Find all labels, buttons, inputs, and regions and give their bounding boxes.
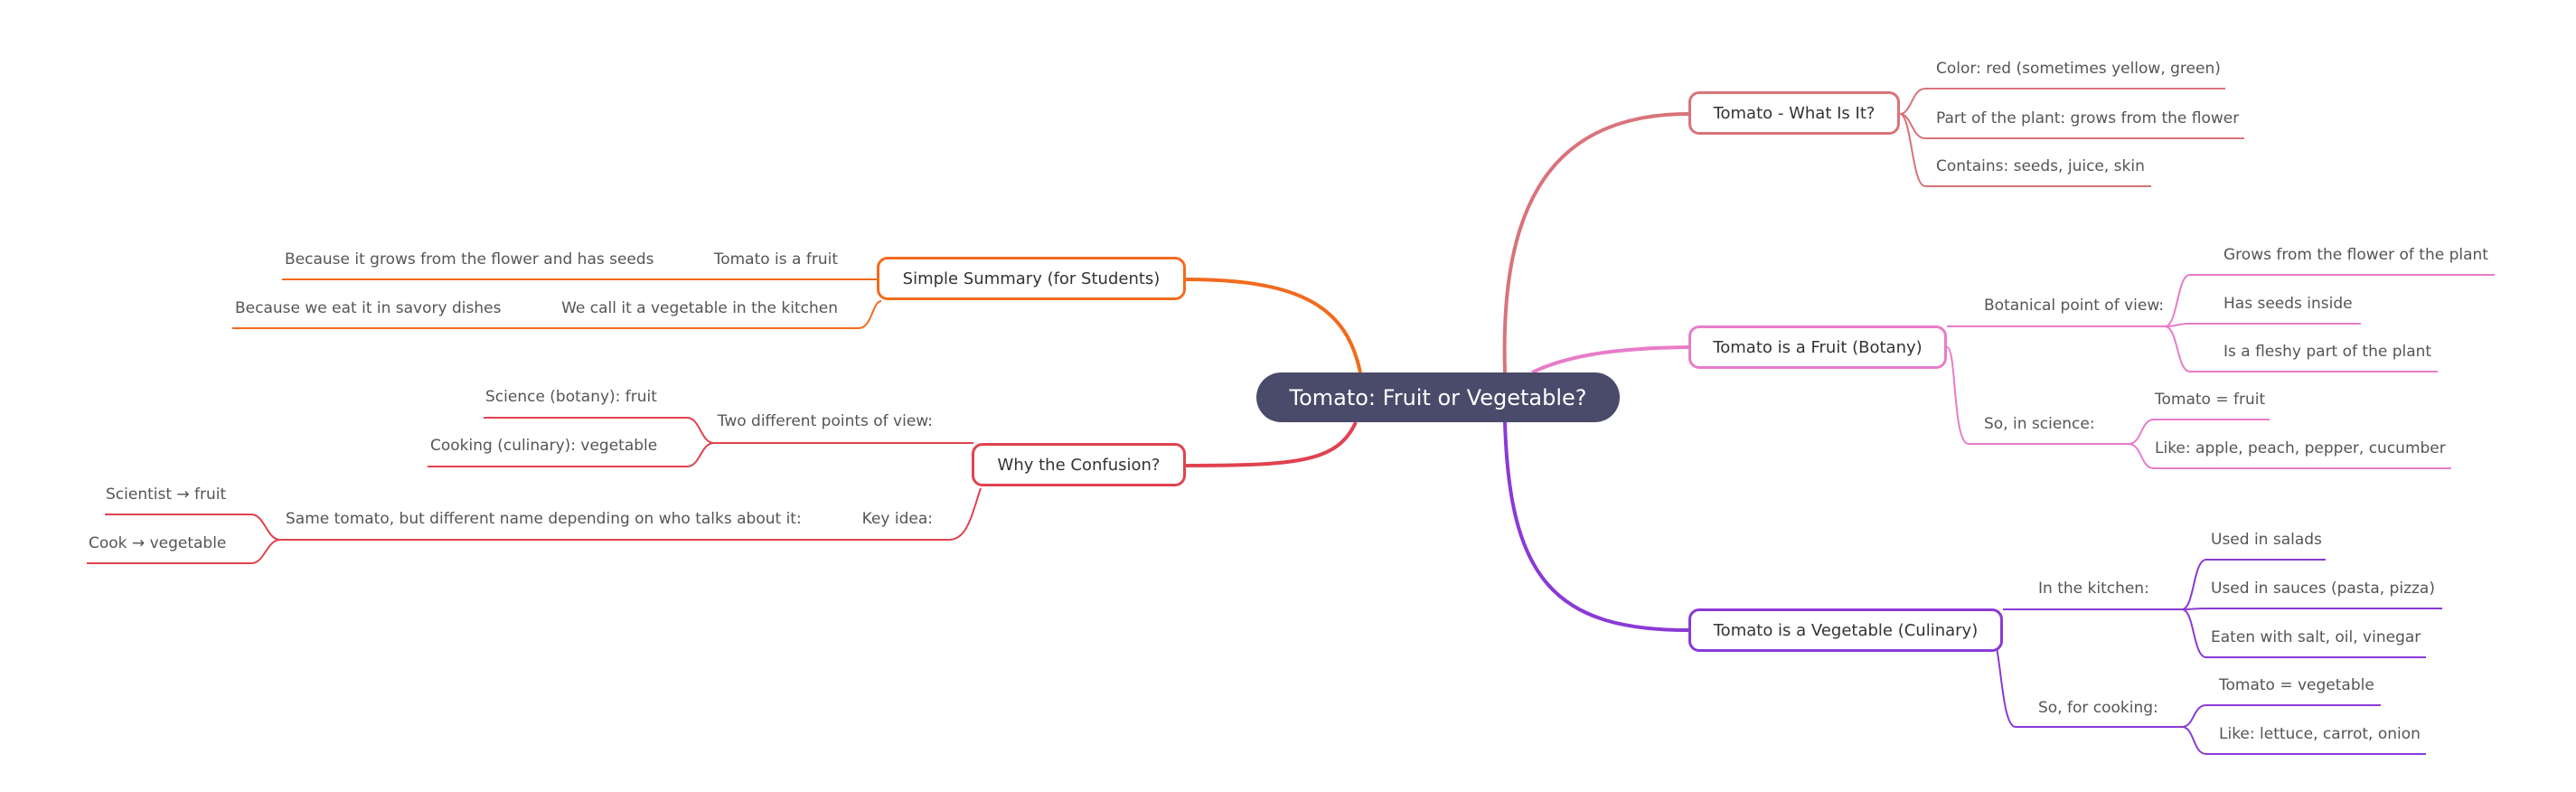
node-vegetable-culinary[interactable]: Tomato is a Vegetable (Culinary) <box>1688 608 2003 652</box>
leaf-call-vegetable: We call it a vegetable in the kitchen <box>561 299 838 317</box>
leaf-tomato-fruit: Tomato = fruit <box>2155 391 2266 409</box>
leaf-cooking-vegetable: Cooking (culinary): vegetable <box>430 437 658 455</box>
root-node[interactable]: Tomato: Fruit or Vegetable? <box>1256 372 1620 422</box>
node-simple-summary[interactable]: Simple Summary (for Students) <box>877 257 1186 300</box>
label-botanical-view: Botanical point of view: <box>1984 297 2165 315</box>
label-in-kitchen: In the kitchen: <box>2038 580 2149 598</box>
leaf-science-fruit: Science (botany): fruit <box>485 388 657 406</box>
node-fruit-botany[interactable]: Tomato is a Fruit (Botany) <box>1688 325 1947 369</box>
leaf-tomato-vegetable: Tomato = vegetable <box>2219 676 2374 694</box>
link-root-vegetable <box>1503 421 1689 632</box>
node-what-is-it[interactable]: Tomato - What Is It? <box>1688 91 1900 135</box>
link-root-what <box>1502 112 1689 373</box>
label-for-cooking: So, for cooking: <box>2038 699 2158 717</box>
leaf-color: Color: red (sometimes yellow, green) <box>1936 60 2221 78</box>
link-root-confusion <box>1185 421 1358 467</box>
label-key-idea: Key idea: <box>861 510 933 528</box>
leaf-like-lettuce: Like: lettuce, carrot, onion <box>2219 725 2421 743</box>
leaf-has-seeds: Has seeds inside <box>2223 295 2353 313</box>
leaf-fleshy-part: Is a fleshy part of the plant <box>2223 343 2432 361</box>
link-root-fruit <box>1531 345 1689 374</box>
label-in-science: So, in science: <box>1984 415 2095 433</box>
node-why-confusion[interactable]: Why the Confusion? <box>972 443 1186 486</box>
leaf-same-tomato: Same tomato, but different name dependin… <box>286 510 802 528</box>
leaf-because-savory: Because we eat it in savory dishes <box>235 299 502 317</box>
leaf-scientist-fruit: Scientist → fruit <box>106 486 227 504</box>
leaf-part-of-plant: Part of the plant: grows from the flower <box>1936 109 2240 127</box>
leaf-salt-oil: Eaten with salt, oil, vinegar <box>2211 628 2421 646</box>
leaf-tomato-is-fruit: Tomato is a fruit <box>713 250 838 269</box>
label-two-views: Two different points of view: <box>717 412 933 430</box>
leaf-salads: Used in salads <box>2211 531 2322 549</box>
leaf-like-apple: Like: apple, peach, pepper, cucumber <box>2155 439 2446 457</box>
leaf-sauces: Used in sauces (pasta, pizza) <box>2211 580 2435 598</box>
leaf-because-grows: Because it grows from the flower and has… <box>285 250 654 269</box>
leaf-contains: Contains: seeds, juice, skin <box>1936 157 2145 175</box>
leaf-cook-vegetable: Cook → vegetable <box>89 534 227 552</box>
leaf-grows-from-flower: Grows from the flower of the plant <box>2223 246 2488 264</box>
link-root-summary <box>1185 278 1362 373</box>
